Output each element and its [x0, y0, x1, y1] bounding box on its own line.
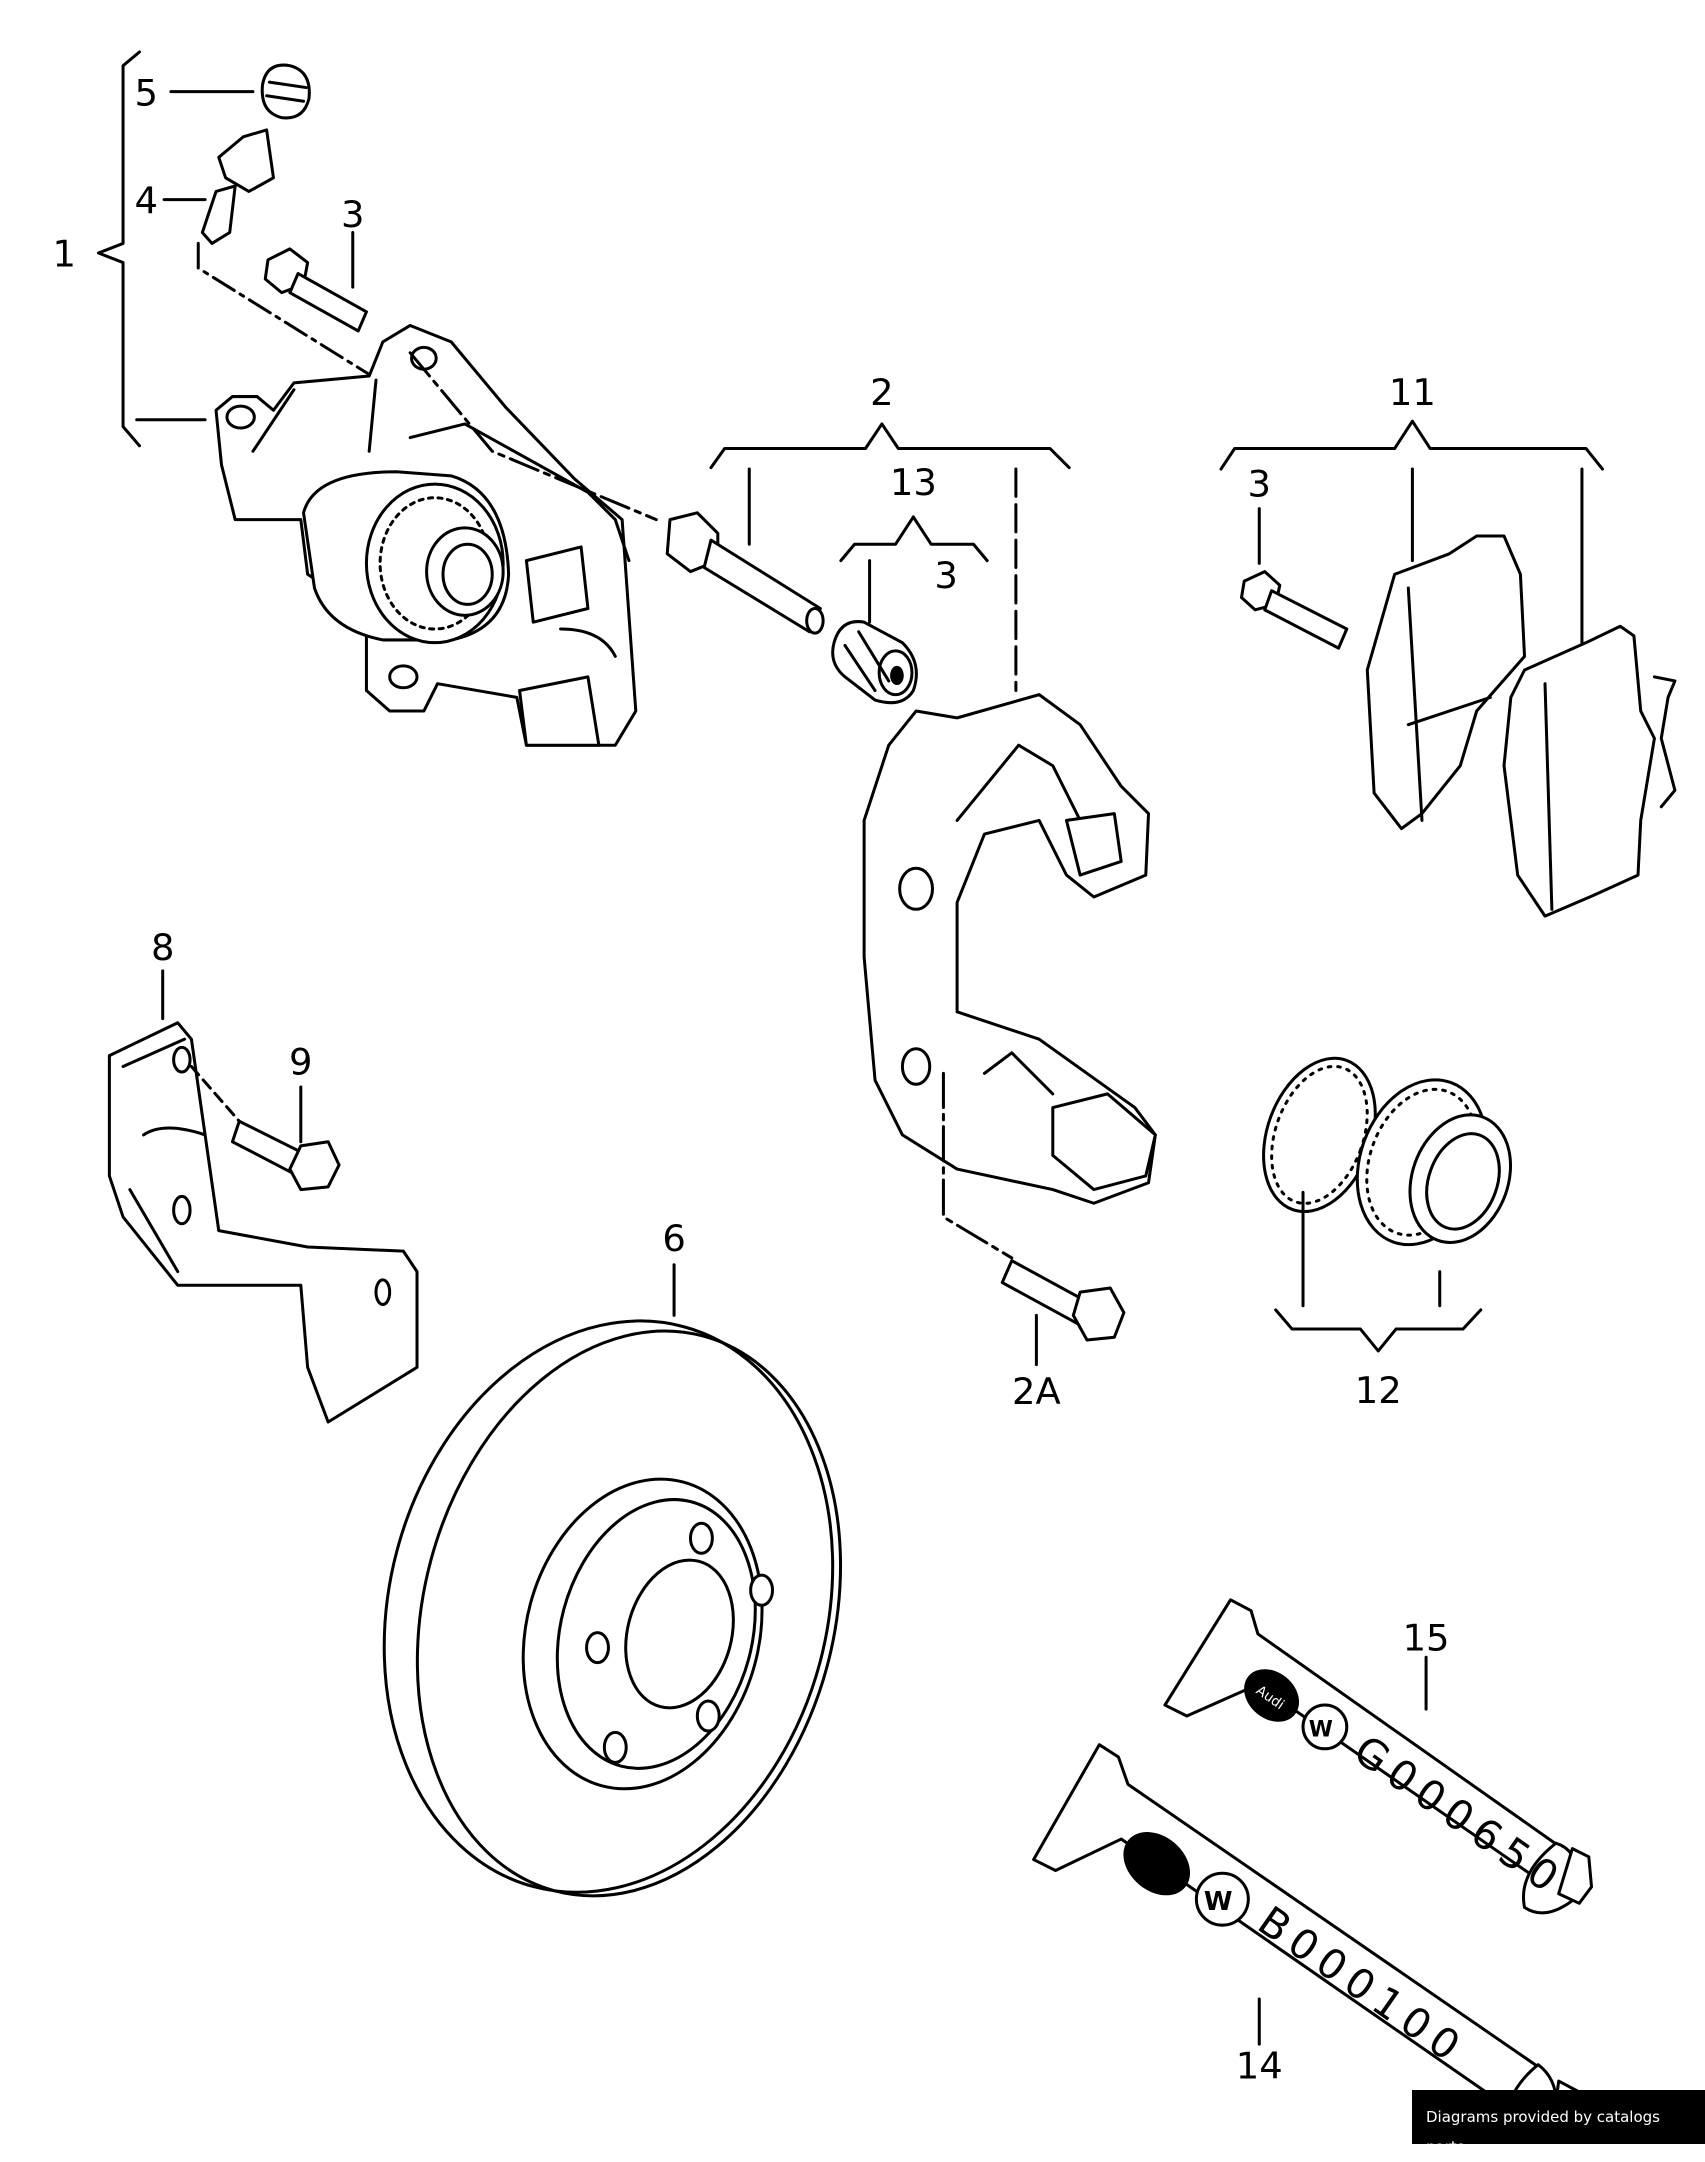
callout-8: 8: [151, 926, 174, 969]
group-bracket-13: [839, 515, 989, 563]
callout-3: 3: [341, 193, 364, 236]
group-bracket-12: [1274, 1308, 1483, 1353]
callout-4: 4: [135, 179, 158, 222]
callout-15: 15: [1403, 1616, 1450, 1659]
brake-pads-11: [1365, 534, 1677, 918]
callout-1: 1: [53, 233, 76, 276]
carrier-bolt-2a: [1000, 1259, 1126, 1367]
callout-12: 12: [1355, 1369, 1402, 1412]
grease-tube-14: W B000100: [1032, 1743, 1585, 2135]
tube-14-code: B000100: [1249, 1897, 1475, 2075]
tube-15-code: G000650: [1345, 1726, 1574, 1906]
repair-kit-12: [1262, 1056, 1513, 1247]
diagram-credit-footer: Diagrams provided by catalogs parts: [1412, 2090, 1705, 2156]
caliper-carrier-bracket: [862, 693, 1157, 1260]
group-bracket-2: [709, 422, 1071, 470]
brake-caliper-housing: [214, 323, 658, 747]
brake-disc-6: [382, 1263, 843, 1898]
splash-shield-8: [107, 969, 419, 1424]
bleeder-cap-5: [260, 63, 311, 120]
guide-bushing-3: [831, 620, 918, 705]
callout-6: 6: [662, 1217, 685, 1260]
pad-bolt-3: [1239, 570, 1349, 650]
callout-3: 3: [1248, 462, 1271, 505]
svg-text:W: W: [1204, 1887, 1233, 1917]
callout-2: 2: [870, 371, 893, 414]
callout-11: 11: [1389, 371, 1436, 414]
group-bracket-1: [96, 50, 141, 448]
shield-bolt-9: [189, 1065, 341, 1192]
guide-bolt-3: [263, 230, 368, 333]
bleeder-screw-4: [196, 128, 385, 385]
callout-5: 5: [135, 71, 158, 114]
callout-14: 14: [1236, 2044, 1283, 2087]
svg-text:W: W: [1309, 1717, 1333, 1742]
callout-9: 9: [289, 1041, 312, 1084]
callout-3: 3: [934, 554, 957, 597]
callout-13: 13: [890, 461, 937, 504]
guide-pin-2: [665, 511, 825, 635]
group-bracket-11: [1219, 419, 1604, 471]
callout-2a: 2A: [1012, 1370, 1061, 1413]
